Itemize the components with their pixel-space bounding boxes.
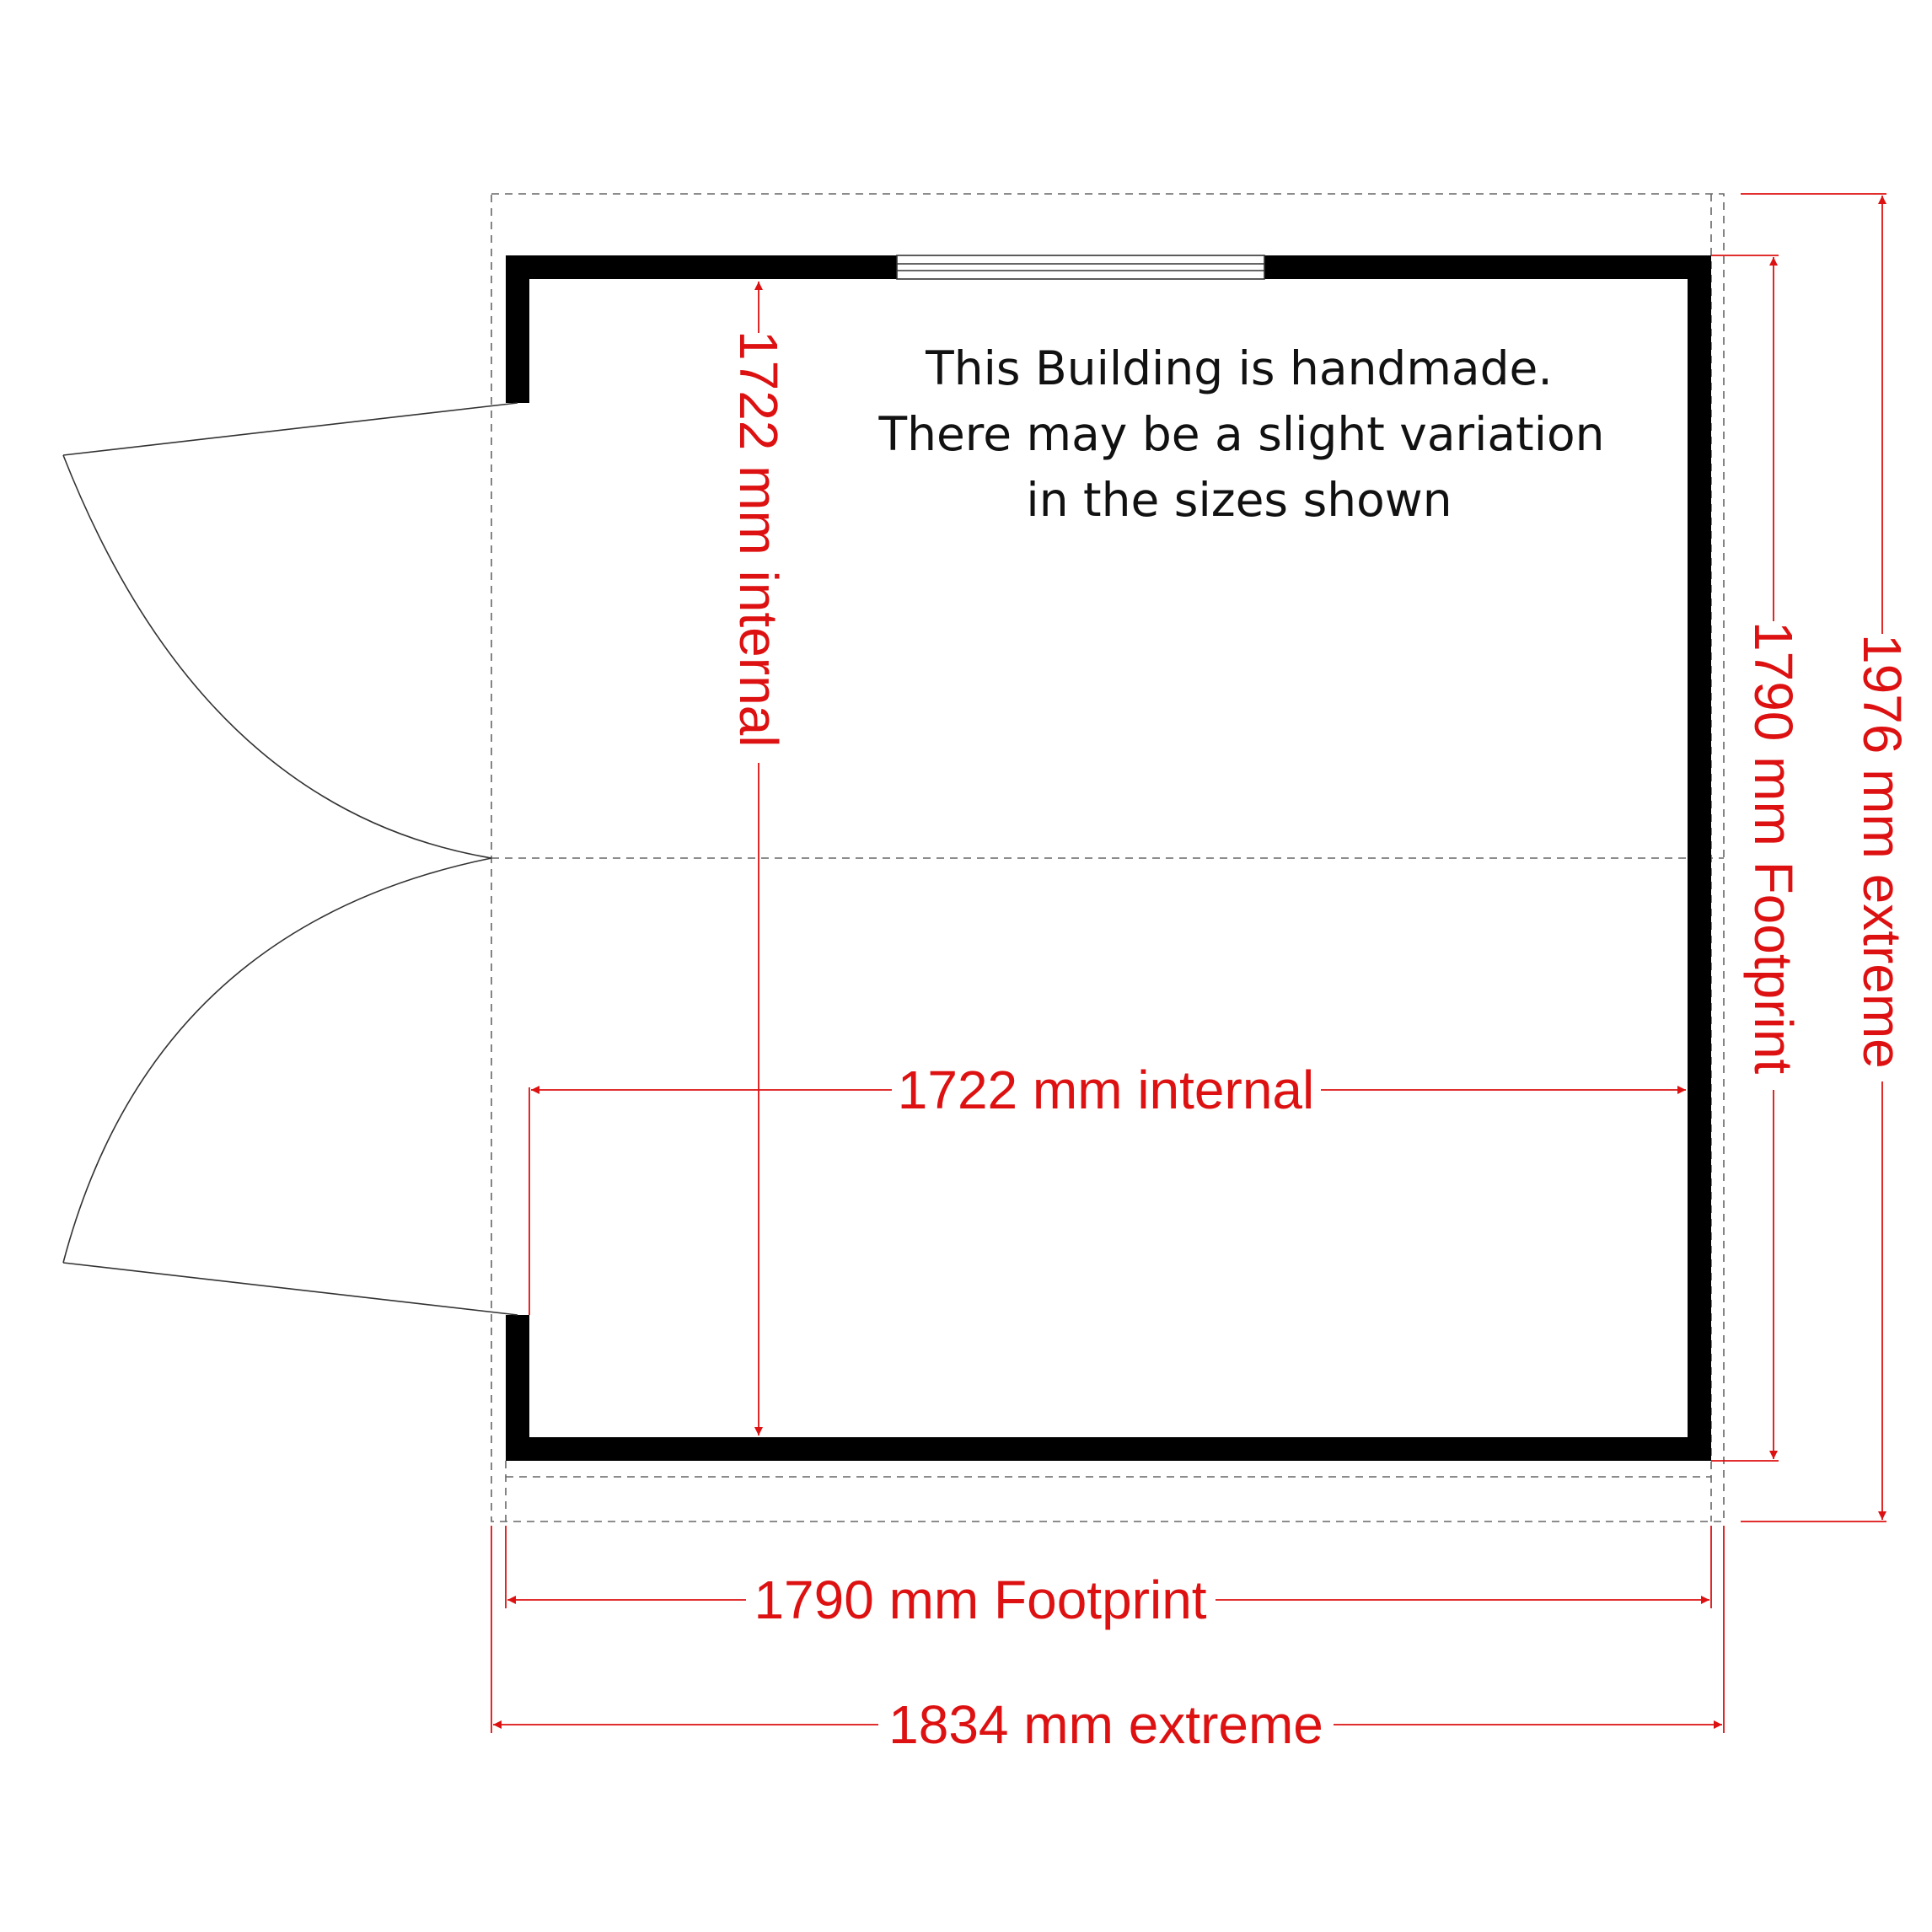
footprint-depth-label: 1790 mm Footprint	[1743, 621, 1804, 1074]
footprint-width-label: 1790 mm Footprint	[754, 1570, 1206, 1630]
note-line-2: There may be a slight variation	[878, 407, 1605, 461]
extreme-depth-label: 1976 mm extreme	[1852, 634, 1913, 1069]
internal-depth-label: 1722 mm internal	[728, 330, 789, 747]
note-line-1: This Building is handmade.	[925, 341, 1553, 395]
handmade-note: This Building is handmade. There may be …	[878, 341, 1605, 527]
window	[896, 255, 1265, 280]
double-doors	[62, 402, 518, 1316]
footprint-width-dimension: 1790 mm Footprint	[505, 1526, 1712, 1630]
extreme-width-dimension: 1834 mm extreme	[491, 1526, 1725, 1755]
extreme-depth-dimension: 1976 mm extreme	[1741, 193, 1913, 1522]
internal-depth-dimension: 1722 mm internal	[728, 282, 789, 1436]
building-walls	[506, 255, 1711, 1461]
footprint-depth-dimension: 1790 mm Footprint	[1711, 255, 1804, 1462]
extreme-width-label: 1834 mm extreme	[888, 1694, 1323, 1755]
internal-width-label: 1722 mm internal	[898, 1060, 1314, 1120]
internal-width-dimension: 1722 mm internal	[529, 1060, 1686, 1315]
note-line-3: in the sizes shown	[1026, 473, 1452, 527]
